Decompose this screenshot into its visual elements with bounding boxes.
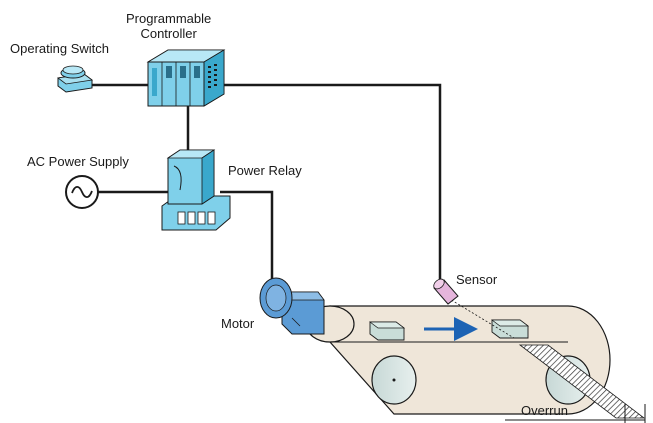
motor-icon [259,277,325,335]
overrun-dimension [505,404,646,423]
operating-switch-label: Operating Switch [10,41,109,56]
wire-relay-to-motor [220,190,274,285]
conveyor-box-right [490,319,530,339]
sensor-label: Sensor [456,272,498,287]
conveyor-box-left [368,321,406,341]
wires [86,83,442,285]
operating-switch-icon [56,65,94,93]
ac-source-icon [65,175,99,209]
controller-label-line2: Controller [140,26,197,41]
programmable-controller-icon [146,49,226,107]
wire-controller-to-sensor [218,83,442,282]
power-relay-icon [161,149,231,231]
motor-label: Motor [221,316,255,331]
ac-power-supply-label: AC Power Supply [27,154,129,169]
sensor-beam [447,297,515,339]
sensor-icon [433,278,459,305]
controller-label-line1: Programmable [126,11,212,26]
power-relay-label: Power Relay [228,163,302,178]
programmable-controller-label: Programmable Controller [126,11,211,41]
conveyor-icon [305,297,646,419]
overrun-label: Overrun [521,403,568,418]
